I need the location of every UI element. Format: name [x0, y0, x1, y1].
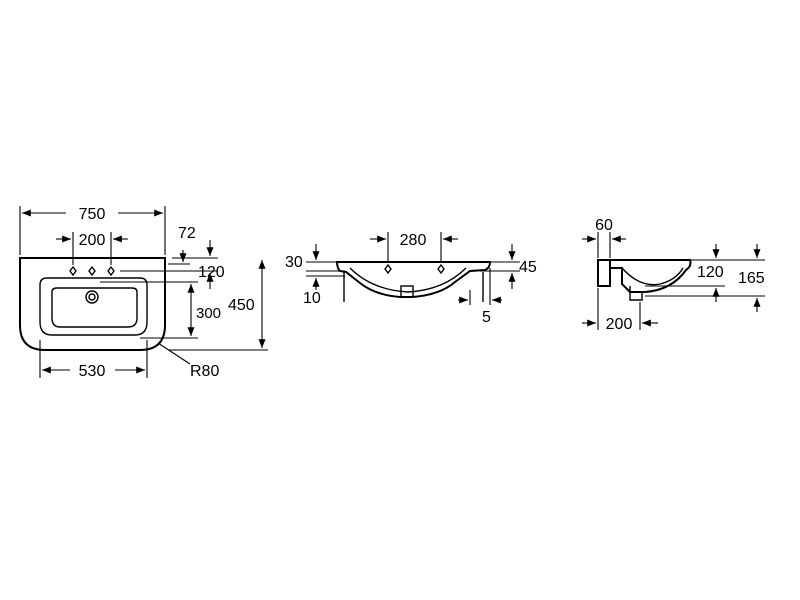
dim-rim-thickness: 10: [303, 290, 321, 307]
dim-hole-spacing: 280: [400, 232, 427, 249]
dim-hole-to-edge: 120: [198, 264, 225, 281]
dim-overhang: 45: [519, 259, 537, 276]
dim-bowl-width: 530: [79, 363, 106, 380]
dim-edge-offset: 5: [482, 309, 491, 326]
dim-projection: 200: [606, 316, 633, 333]
side-basin-inner: [349, 267, 467, 293]
drain-inner-icon: [88, 293, 96, 301]
dim-depth-total: 165: [738, 270, 765, 287]
dim-tap-spacing: 200: [79, 232, 106, 249]
section-basin-inner: [621, 267, 684, 286]
tap-hole-right-icon: [107, 265, 115, 277]
dim-depth-overall: 450: [228, 297, 255, 314]
side-view: 280 30 10 45 5: [285, 232, 537, 326]
side-tap-right-icon: [437, 263, 445, 275]
dim-bowl-depth-inner: 300: [196, 305, 221, 322]
tap-hole-left-icon: [69, 265, 77, 277]
dim-width-overall: 750: [79, 206, 106, 223]
section-trap: [629, 286, 643, 301]
dim-hole-offset: 72: [178, 225, 196, 242]
tap-hole-center-icon: [88, 265, 96, 277]
section-view: 60 120 165 200: [582, 217, 765, 333]
dim-corner-radius: R80: [190, 363, 219, 380]
drain-icon: [85, 290, 99, 304]
dim-rim-height: 30: [285, 254, 303, 271]
front-view: 750 200 72 120 300 450 530 R80: [19, 206, 268, 380]
section-basin-outline: [610, 259, 692, 293]
dim-wall-thickness: 60: [595, 217, 613, 234]
dim-depth-inner: 120: [697, 264, 724, 281]
section-wall: [597, 259, 611, 287]
side-tap-left-icon: [384, 263, 392, 275]
basin-outline: [19, 257, 166, 351]
side-drain: [400, 285, 414, 298]
bowl-outline: [39, 277, 148, 336]
bowl-inner-outline: [51, 287, 138, 328]
